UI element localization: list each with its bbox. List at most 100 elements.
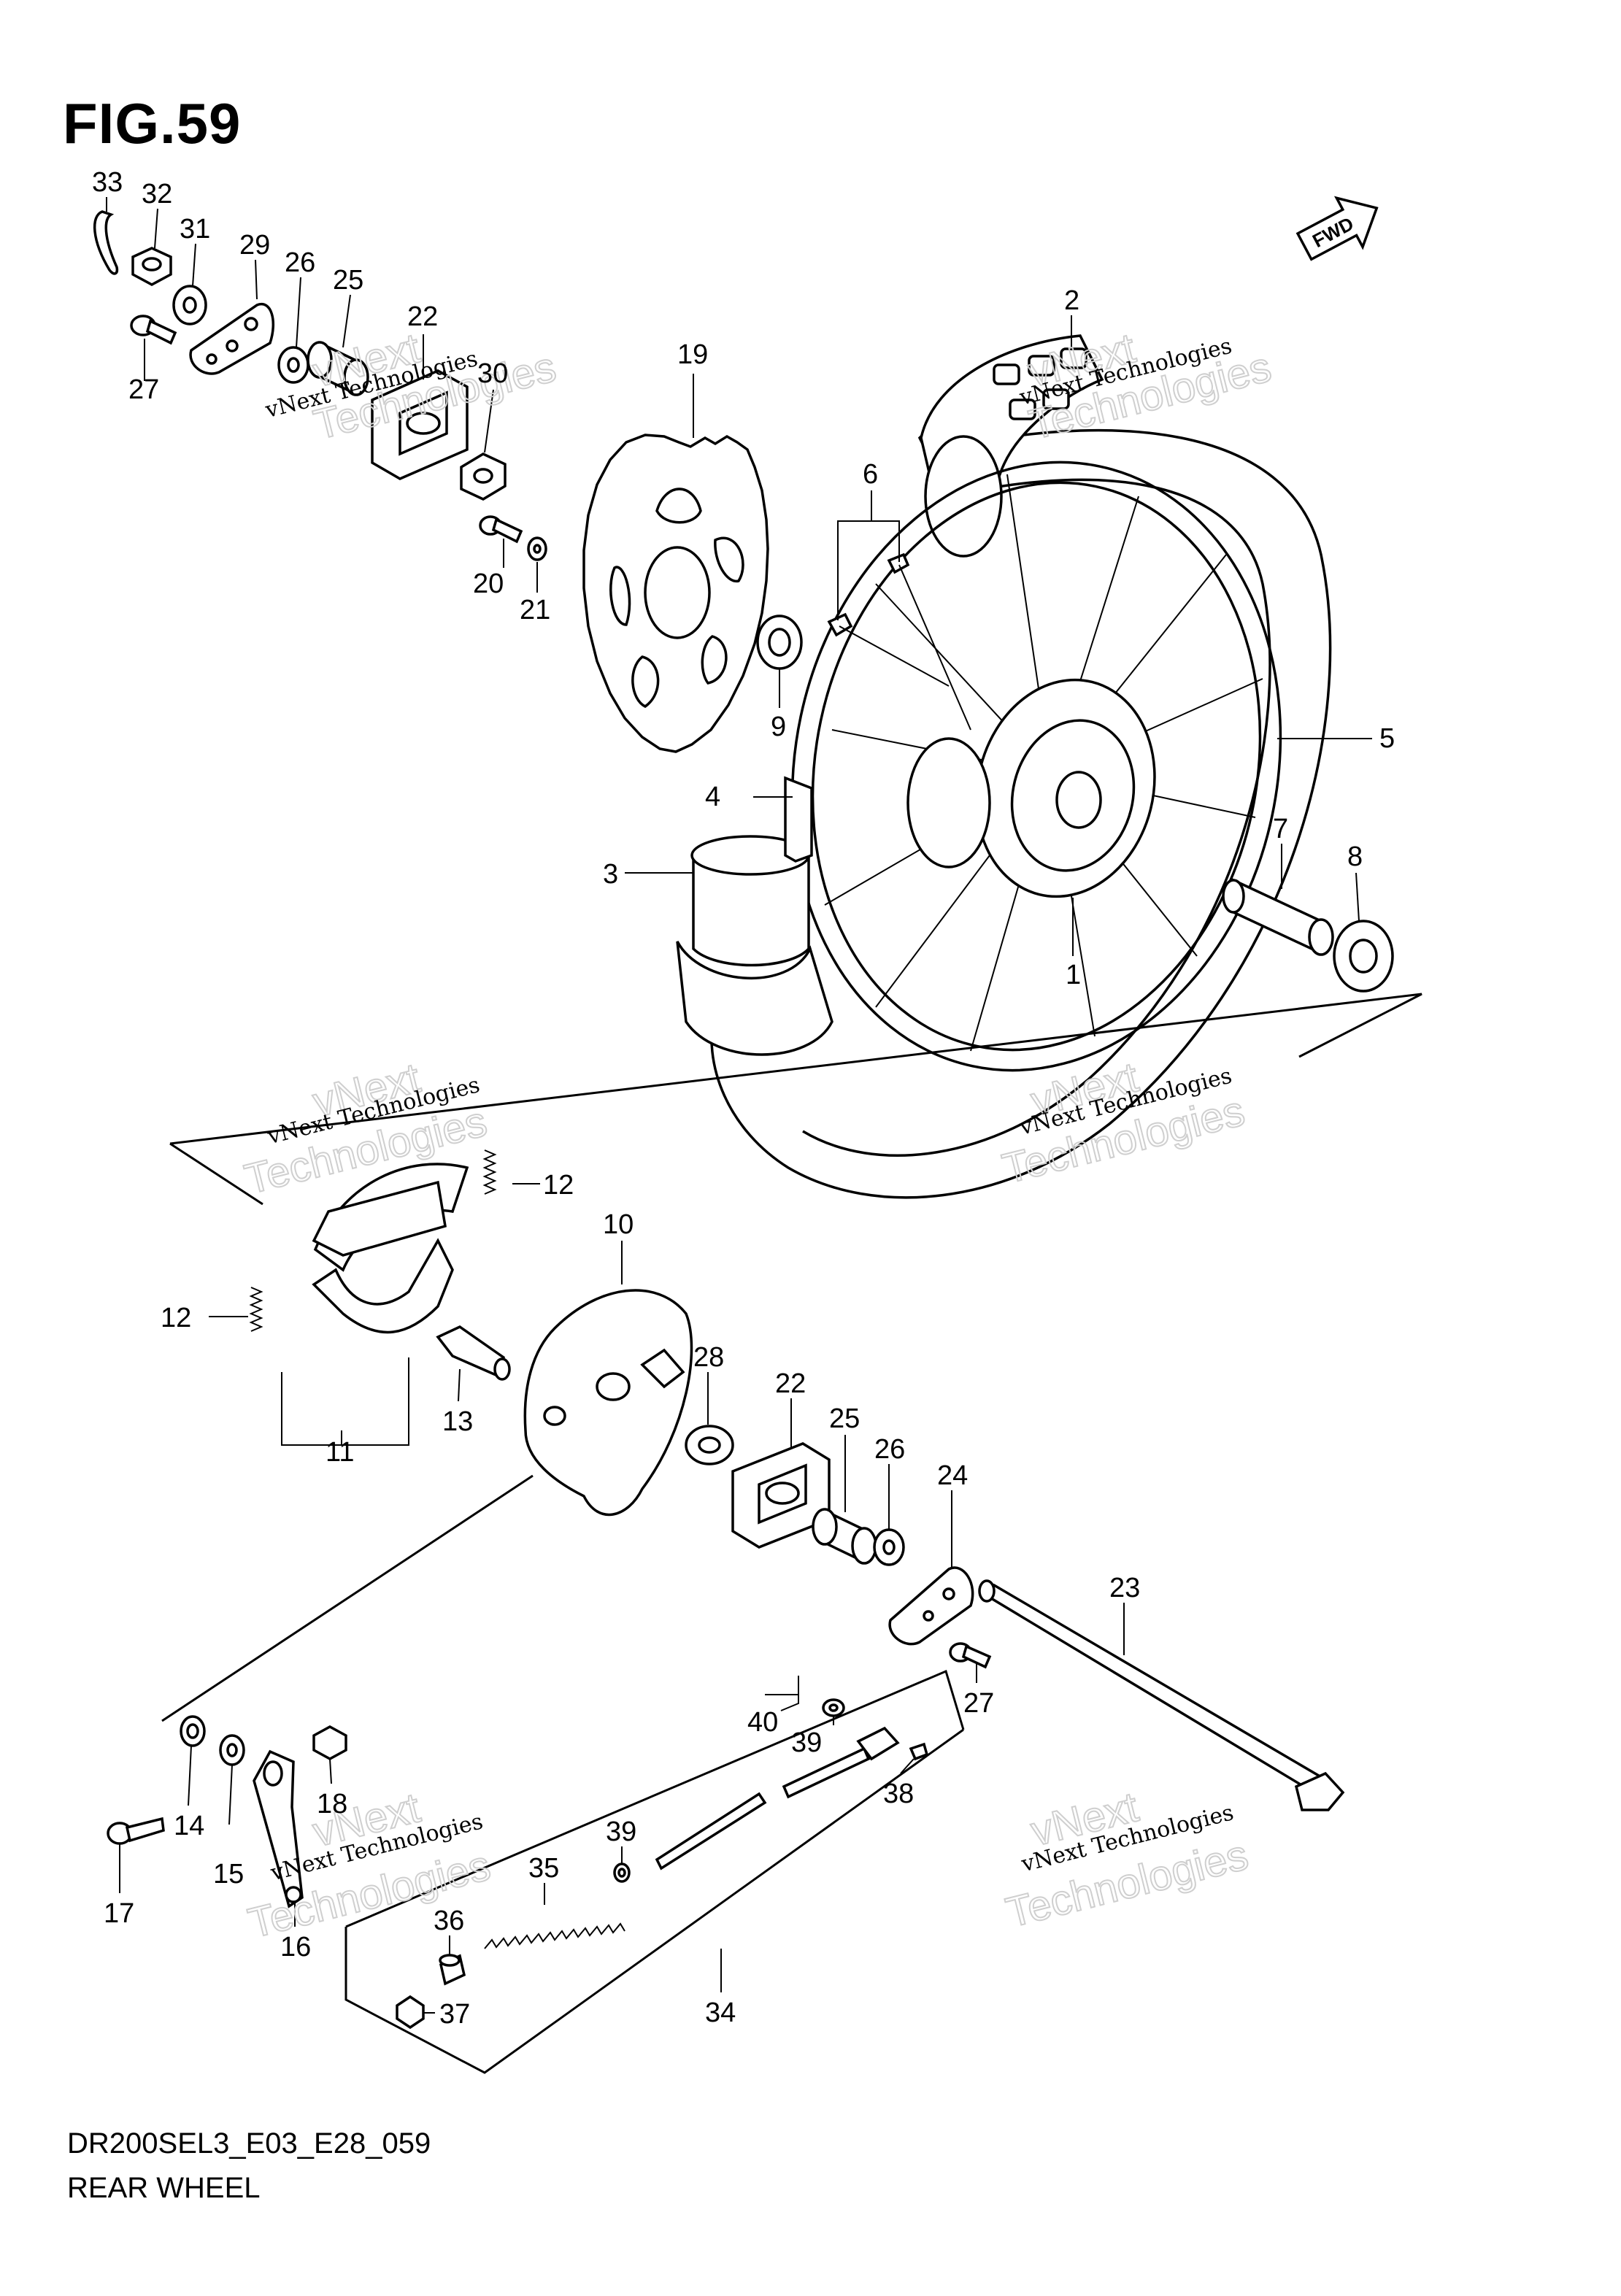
bolt-27-lower <box>949 1642 992 1669</box>
callout-26-lower: 26 <box>874 1434 905 1465</box>
callout-19: 19 <box>677 339 708 370</box>
callout-14: 14 <box>174 1811 204 1841</box>
callout-6: 6 <box>863 459 878 490</box>
fwd-arrow-badge: FWD <box>1295 196 1379 261</box>
chain-adjuster-plate-29 <box>189 302 275 375</box>
brake-cam-13 <box>436 1325 511 1381</box>
callout-34: 34 <box>705 1998 736 2028</box>
pivot-joint-36 <box>439 1954 466 1986</box>
callout-38: 38 <box>883 1779 914 1809</box>
callout-4: 4 <box>705 782 720 812</box>
callout-15: 15 <box>213 1859 244 1889</box>
brake-spring-12-upper <box>482 1149 497 1195</box>
callout-39-upper: 39 <box>791 1727 822 1758</box>
cotter-pin-33 <box>93 210 119 275</box>
brake-rod-joint-38 <box>782 1726 929 1799</box>
callout-22-lower: 22 <box>775 1368 806 1399</box>
washer-15 <box>219 1734 245 1766</box>
brake-spring-12-lower <box>249 1287 263 1332</box>
callout-7: 7 <box>1273 814 1288 844</box>
callout-21: 21 <box>520 595 550 625</box>
valve-rim-lock-4 <box>784 776 813 863</box>
callout-10: 10 <box>603 1209 634 1240</box>
brake-drum-cover-3 <box>676 835 833 1056</box>
brake-rod-assembly-box-34 <box>344 1669 965 2074</box>
callout-5: 5 <box>1379 723 1395 754</box>
chain-adjuster-22-lower <box>731 1442 831 1549</box>
callout-17: 17 <box>104 1898 134 1929</box>
callout-20: 20 <box>473 569 504 599</box>
castle-nut-32 <box>131 247 172 286</box>
callout-12-lower: 12 <box>161 1303 191 1333</box>
brake-rod <box>655 1792 767 1871</box>
callout-12-upper: 12 <box>543 1170 574 1201</box>
rear-sprocket-19 <box>582 434 769 753</box>
wheel-hub-1 <box>906 678 1156 898</box>
bolt-27-upper <box>130 315 177 345</box>
callout-22: 22 <box>407 301 438 332</box>
washer-21 <box>527 536 547 561</box>
bearing-9 <box>756 615 803 670</box>
watermark-lower-right: Technologies vNext vNext Technologies <box>1001 1782 1253 1937</box>
callout-23: 23 <box>1109 1573 1140 1603</box>
section-name: REAR WHEEL <box>67 2172 261 2204</box>
spacer-25-upper <box>307 341 369 396</box>
washer-26-upper <box>277 346 309 384</box>
callout-24: 24 <box>937 1460 968 1491</box>
callout-27-lower: 27 <box>963 1688 994 1719</box>
callout-39-lower: 39 <box>606 1817 636 1847</box>
callout-29: 29 <box>239 230 270 261</box>
washer-31 <box>172 285 207 325</box>
callout-33: 33 <box>92 167 123 198</box>
callout-2: 2 <box>1064 285 1079 316</box>
callout-8: 8 <box>1347 841 1363 872</box>
tire-tread-block-2 <box>920 334 1104 558</box>
nut-18 <box>312 1725 347 1760</box>
axle-23 <box>978 1579 1345 1811</box>
chain-adjuster-22-upper <box>371 369 469 480</box>
washer-39-lower <box>613 1862 631 1883</box>
callout-25: 25 <box>333 265 363 296</box>
brake-cam-lever-16 <box>253 1749 304 1908</box>
callout-26: 26 <box>285 247 315 278</box>
nut-30 <box>460 452 507 501</box>
pin-40 <box>780 1676 799 1711</box>
callout-11: 11 <box>326 1437 354 1468</box>
brake-panel-10 <box>523 1289 693 1517</box>
callout-27: 27 <box>128 374 159 405</box>
bearing-8 <box>1333 920 1394 993</box>
brake-shoes-11 <box>312 1163 469 1334</box>
bushing-28 <box>685 1425 734 1465</box>
callout-9: 9 <box>771 712 786 742</box>
washer-39-upper <box>822 1698 845 1717</box>
callout-40: 40 <box>747 1707 778 1738</box>
callout-leader-lines <box>106 197 1372 2014</box>
spacer-25-lower <box>812 1508 877 1565</box>
callout-numbers: 33 32 31 29 26 25 22 30 27 20 21 19 9 6 … <box>92 167 1395 2030</box>
model-code: DR200SEL3_E03_E28_059 <box>67 2127 431 2160</box>
callout-36: 36 <box>434 1906 464 1936</box>
callout-30: 30 <box>477 358 508 389</box>
adjusting-nut-37 <box>396 1995 425 2030</box>
spoke-nipples-6 <box>827 552 971 731</box>
bolt-17 <box>107 1817 165 1845</box>
watermark-middle-right: Technologies vNext vNext Technologies <box>997 1052 1250 1193</box>
separator-lines <box>161 993 1422 1722</box>
spacer-7 <box>1222 878 1334 956</box>
watermark-upper-right: Technologies vNext vNext Technologies <box>1017 323 1277 450</box>
chain-adjuster-plate-24 <box>888 1566 974 1646</box>
callout-28: 28 <box>693 1342 724 1373</box>
callout-13: 13 <box>442 1406 473 1437</box>
callout-1: 1 <box>1066 960 1081 990</box>
bolt-20 <box>479 515 523 544</box>
callout-37: 37 <box>439 1999 470 2030</box>
callout-32: 32 <box>142 179 172 209</box>
callout-18: 18 <box>317 1789 347 1819</box>
figure-title: FIG.59 <box>63 91 242 155</box>
callout-35: 35 <box>528 1853 559 1884</box>
washer-26-lower <box>873 1528 905 1566</box>
washer-14 <box>180 1715 206 1747</box>
callout-25-lower: 25 <box>829 1403 860 1434</box>
callout-16: 16 <box>280 1932 311 1962</box>
